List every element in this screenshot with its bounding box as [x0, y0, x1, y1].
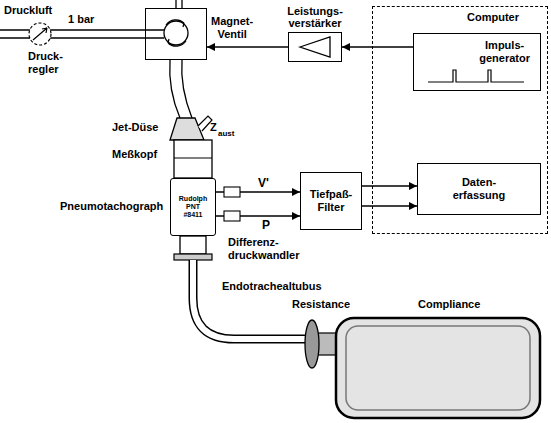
signal-arrow	[362, 182, 417, 190]
pipe-wall	[181, 0, 182, 8]
transducer	[224, 187, 240, 197]
pipe-wall	[175, 0, 176, 8]
pipe-wall	[0, 29, 164, 30]
process-box: Daten- erfassung	[417, 163, 541, 215]
valve-arrow	[166, 20, 184, 27]
pipe-wall	[0, 37, 164, 38]
part-label: aust	[218, 129, 234, 138]
compliance-bottle	[336, 318, 540, 418]
node-text: Daten- erfassung	[453, 176, 506, 201]
part-label: 1 bar	[68, 13, 94, 26]
part-label: Endotrachealtubus	[222, 280, 322, 293]
jet-nozzle	[170, 118, 204, 140]
part-label: Z	[210, 121, 217, 134]
part-label: Meßkopf	[112, 148, 157, 161]
process-box: Tiefpaß- Filter	[300, 172, 362, 230]
node-text: Tiefpaß- Filter	[310, 188, 353, 213]
measuring-head	[174, 140, 212, 178]
signal-arrow	[207, 43, 288, 51]
computer-group: ComputerImpuls- generatorDaten- erfassun…	[372, 6, 548, 234]
regulator-arrow	[33, 28, 47, 40]
bottle-shading	[346, 326, 530, 410]
node-text: Magnet- Ventil	[211, 15, 253, 40]
amplifier-symbol	[300, 37, 330, 57]
node-text: Leistungs- verstärker	[287, 5, 343, 30]
node-text: Rudolph PNT #8411	[179, 195, 207, 219]
tube-wall	[170, 60, 180, 118]
part-label: Compliance	[418, 298, 480, 311]
connector-piece	[180, 236, 206, 254]
measuring-head-line	[174, 158, 212, 159]
node-text: Impuls- generator	[479, 39, 530, 64]
signal-name: P	[262, 219, 270, 233]
part-label: Jet-Düse	[112, 121, 158, 134]
process-box: Impuls- generator	[413, 33, 541, 91]
node-text: Computer	[467, 11, 519, 24]
pulse-symbol	[428, 70, 524, 82]
part-label: Differenz- druckwandler	[228, 236, 300, 261]
valve-arrow	[168, 39, 186, 46]
part-label: Druck- regler	[28, 50, 63, 75]
signal-arrow	[342, 43, 413, 51]
signal-arrow	[362, 202, 417, 210]
pneumotachograph: Rudolph PNT #8411	[170, 178, 216, 236]
valve-body	[164, 21, 188, 45]
valve-box: Magnet- Ventil	[145, 8, 207, 60]
part-label: Druckluft	[4, 4, 52, 17]
part-label: Pneumotachograph	[60, 200, 163, 213]
tube-wall	[182, 60, 192, 118]
resistance-symbol	[305, 320, 319, 368]
regulator-symbol	[29, 23, 51, 45]
part-label: Resistance	[292, 298, 350, 311]
signal-name: V'	[258, 177, 269, 191]
transducer	[224, 211, 240, 221]
amplifier-box: Leistungs- verstärker	[288, 32, 342, 62]
outlet-port	[198, 116, 212, 131]
signal-arrow	[216, 212, 300, 220]
flange	[174, 254, 212, 260]
